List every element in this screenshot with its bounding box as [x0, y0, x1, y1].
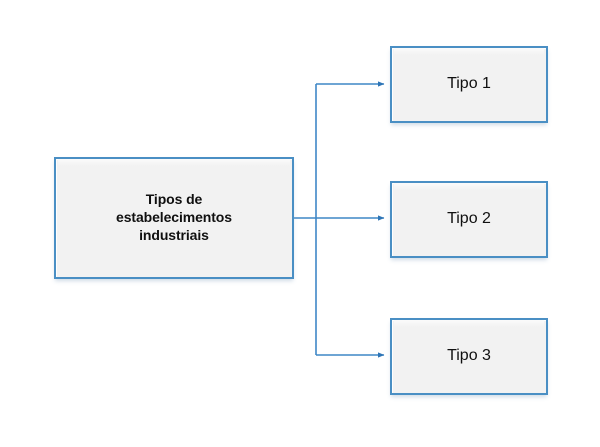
- node-tipo-3[interactable]: Tipo 3: [390, 318, 548, 395]
- node-tipo-1[interactable]: Tipo 1: [390, 46, 548, 123]
- node-tipo-2-label: Tipo 2: [447, 210, 491, 228]
- node-tipo-2[interactable]: Tipo 2: [390, 181, 548, 258]
- node-root-label: Tipos de estabelecimentos industriais: [116, 191, 232, 243]
- node-tipo-3-label: Tipo 3: [447, 347, 491, 365]
- node-tipo-1-label: Tipo 1: [447, 75, 491, 93]
- node-root[interactable]: Tipos de estabelecimentos industriais: [54, 157, 294, 279]
